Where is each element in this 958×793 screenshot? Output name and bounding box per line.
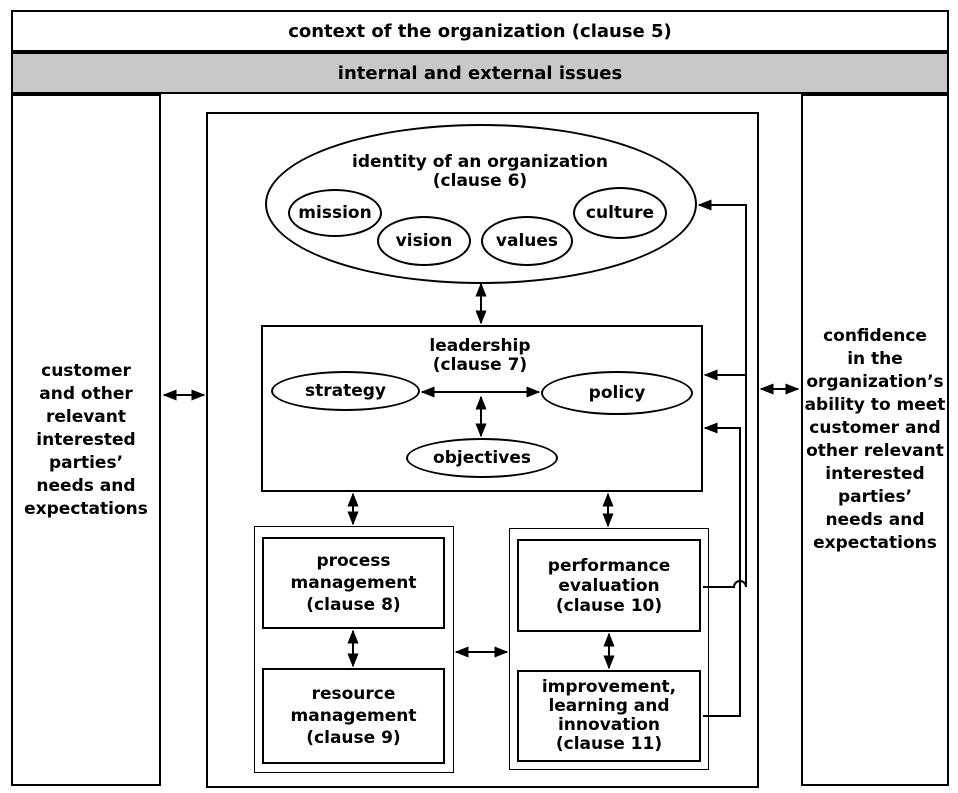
policy-ellipse: policy [541, 371, 693, 415]
feedback-improvement-line [703, 422, 741, 717]
identity-clause: (clause 6) [432, 171, 528, 191]
issues-header: internal and external issues [11, 52, 949, 94]
vision-ellipse: vision [377, 216, 471, 266]
culture-ellipse: culture [573, 187, 667, 239]
leadership-clause: (clause 7) [432, 355, 528, 375]
evaluation-improvement-frame [509, 528, 709, 770]
mission-ellipse: mission [288, 189, 382, 237]
leadership-heading: leadership (clause 7) [380, 334, 580, 378]
context-title: context of the organization (clause 5) [288, 20, 672, 42]
improvement-text: improvement, learning and innovation (cl… [541, 677, 677, 754]
process-management-text: process management (clause 8) [290, 551, 417, 615]
identity-title: identity of an organization [352, 152, 608, 172]
feedback-identity-line [697, 199, 747, 588]
policy-label: policy [588, 383, 646, 403]
objectives-ellipse: objectives [406, 438, 558, 478]
process-management-box: process management (clause 8) [262, 537, 445, 629]
performance-evaluation-text: performance evaluation (clause 10) [547, 555, 671, 616]
mission-label: mission [298, 203, 372, 223]
objectives-label: objectives [433, 448, 531, 468]
process-resource-frame [254, 526, 454, 773]
improvement-box: improvement, learning and innovation (cl… [517, 670, 701, 762]
left-panel: customer and other relevant interested p… [11, 94, 161, 786]
vision-label: vision [395, 231, 453, 251]
culture-label: culture [585, 203, 655, 223]
values-label: values [495, 231, 559, 251]
resource-management-text: resource management (clause 9) [290, 684, 417, 748]
values-ellipse: values [481, 216, 573, 266]
identity-heading: identity of an organization (clause 6) [320, 148, 640, 196]
context-header: context of the organization (clause 5) [11, 10, 949, 52]
right-panel-text: confidence in the organization’s ability… [804, 326, 946, 553]
right-panel: confidence in the organization’s ability… [801, 94, 949, 786]
issues-title: internal and external issues [337, 62, 623, 84]
strategy-label: strategy [304, 381, 386, 401]
strategy-ellipse: strategy [271, 371, 420, 411]
resource-management-box: resource management (clause 9) [262, 668, 445, 764]
leadership-title: leadership [429, 336, 531, 356]
performance-evaluation-box: performance evaluation (clause 10) [517, 539, 701, 632]
left-panel-text: customer and other relevant interested p… [24, 360, 148, 519]
